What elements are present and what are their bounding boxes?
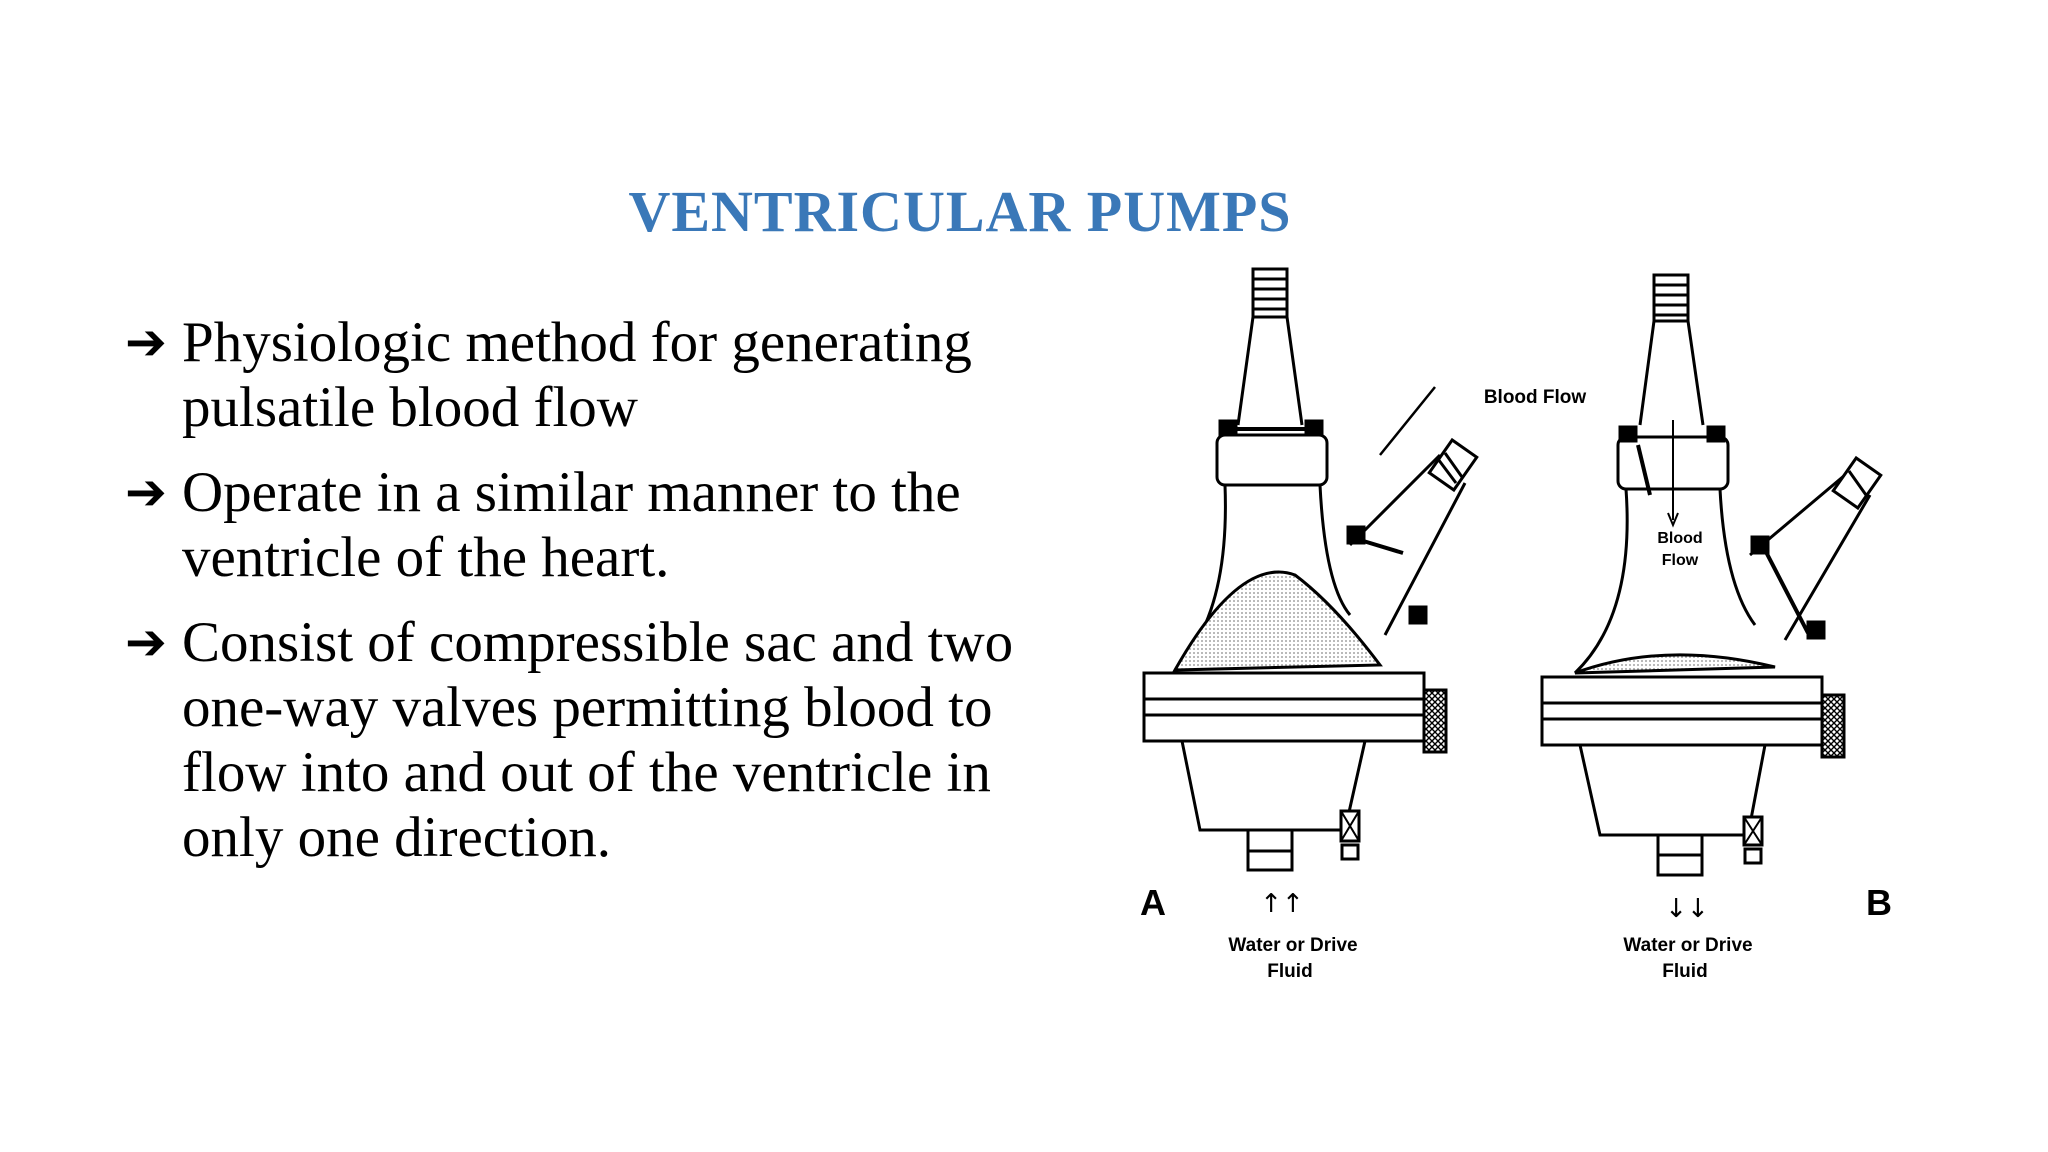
bullet-text: Consist of compressible sac and two one-… [182, 611, 1014, 869]
slide-title: VENTRICULAR PUMPS [628, 179, 1292, 244]
bullet-text: Physiologic method for generating pulsat… [182, 311, 972, 439]
bullet-item: ➔ Physiologic method for generating puls… [125, 310, 1055, 440]
right-arrow-icon: ➔ [125, 463, 167, 521]
bullet-list: ➔ Physiologic method for generating puls… [125, 310, 1055, 890]
bullet-text: Operate in a similar manner to the ventr… [182, 461, 961, 589]
bullet-item: ➔ Operate in a similar manner to the ven… [125, 460, 1055, 590]
right-arrow-icon: ➔ [125, 313, 167, 371]
blood-flow-label-b-line2: Flow [1662, 552, 1699, 569]
blood-flow-label-a: Blood Flow [1484, 387, 1587, 408]
water-label-b-line2: Fluid [1662, 961, 1707, 982]
water-label-a-line1: Water or Drive [1228, 935, 1357, 956]
arrows-down-b: ↓↓ [1665, 894, 1709, 924]
pump-b [1540, 273, 1883, 877]
label-b: B [1866, 882, 1892, 923]
ventricular-pump-diagram: A B Blood Flow Blood Flow ↑↑ ↓↓ Water or… [1140, 267, 1892, 982]
label-a: A [1140, 882, 1166, 923]
water-label-a-line2: Fluid [1267, 961, 1312, 982]
bullet-item: ➔ Consist of compressible sac and two on… [125, 610, 1055, 870]
arrows-up-a: ↑↑ [1260, 889, 1304, 919]
right-arrow-icon: ➔ [125, 613, 167, 671]
water-label-b-line1: Water or Drive [1623, 935, 1752, 956]
pump-a [1142, 267, 1479, 872]
blood-flow-label-b-line1: Blood [1657, 530, 1702, 547]
